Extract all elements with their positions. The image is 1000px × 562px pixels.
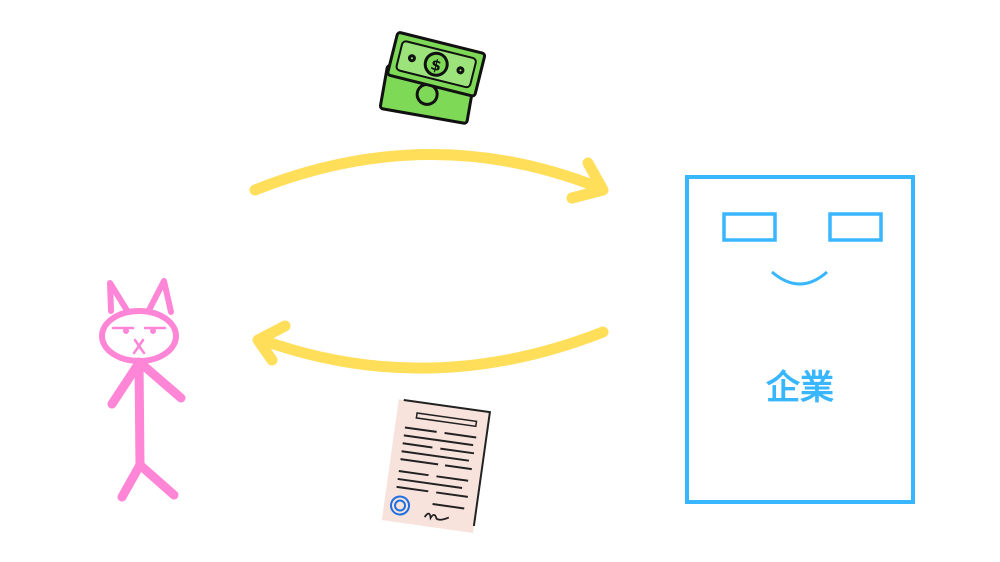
svg-text:$: $: [429, 55, 443, 75]
company-label: 企業: [766, 368, 834, 408]
company-building-icon: [685, 175, 915, 504]
arrow-left-icon: [252, 320, 609, 374]
money-icon: $: [378, 31, 487, 125]
arrow-right-icon: [249, 149, 609, 204]
document-icon: [381, 399, 492, 533]
cat-person-icon: [99, 278, 186, 502]
